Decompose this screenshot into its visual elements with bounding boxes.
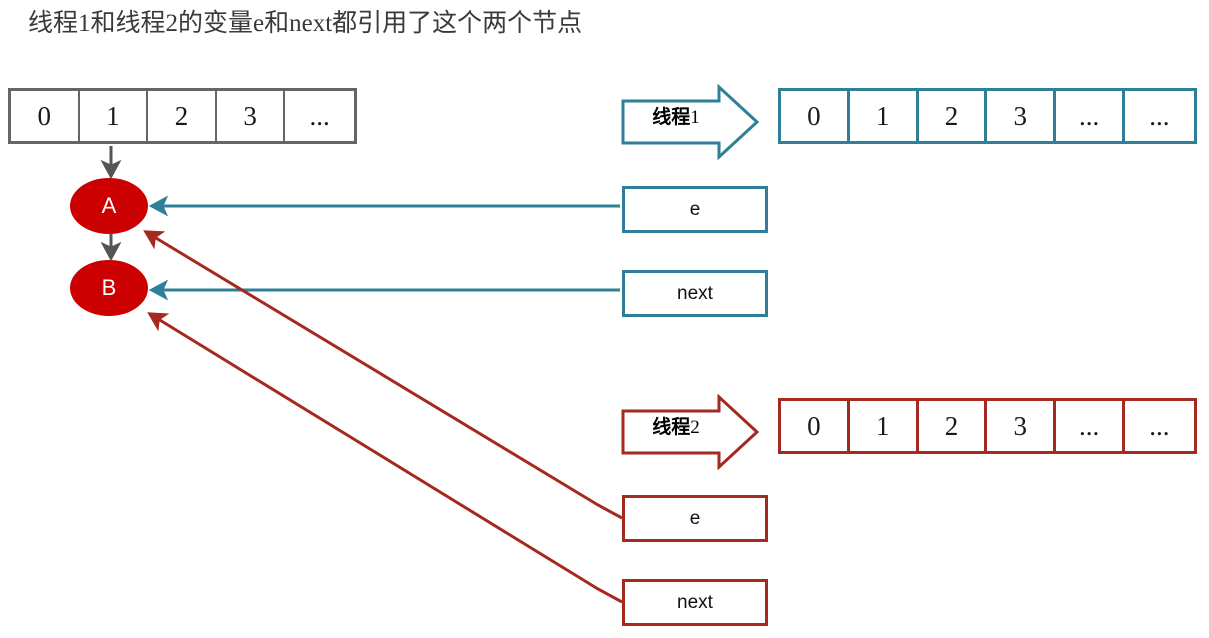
thread2-array-cell-0: 0 bbox=[781, 401, 850, 451]
thread2-array-cell-3: 3 bbox=[987, 401, 1057, 451]
thread1-block-arrow-shape bbox=[621, 84, 760, 160]
thread2-array-cell-1: 1 bbox=[849, 401, 919, 451]
connector-thread2-next-to-node-b bbox=[147, 312, 623, 604]
thread2-label-bold: 线程 bbox=[652, 417, 691, 438]
node-b: B bbox=[70, 260, 148, 316]
thread1-array-cell-3: 3 bbox=[987, 91, 1057, 141]
thread2-array-cell-2: 2 bbox=[918, 401, 988, 451]
thread2-label: 线程2 bbox=[630, 416, 722, 440]
thread1-var-next: next bbox=[622, 270, 768, 317]
thread1-array-cell-0: 0 bbox=[781, 91, 850, 141]
thread2-block-arrow-shape bbox=[621, 394, 760, 470]
shared-hash-table: 0 1 2 3 ... bbox=[8, 88, 357, 144]
thread1-array-cell-4: ... bbox=[1056, 91, 1125, 141]
thread2-var-e: e bbox=[622, 495, 768, 542]
shared-array-cell-1: 1 bbox=[79, 91, 149, 141]
diagram-title: 线程1和线程2的变量e和next都引用了这个两个节点 bbox=[28, 10, 583, 37]
node-a: A bbox=[70, 178, 148, 234]
thread1-label-bold: 线程 bbox=[652, 107, 691, 128]
thread1-var-e: e bbox=[622, 186, 768, 233]
thread1-hash-table: 0 1 2 3 ... ... bbox=[778, 88, 1197, 144]
thread1-label-num: 1 bbox=[690, 107, 700, 128]
connector-thread2-e-to-node-a bbox=[143, 230, 623, 520]
thread1-array-cell-1: 1 bbox=[849, 91, 919, 141]
shared-array-cell-3: 3 bbox=[216, 91, 286, 141]
thread2-block-arrow: 线程2 bbox=[620, 394, 760, 470]
thread1-array-cell-2: 2 bbox=[918, 91, 988, 141]
shared-array-cell-2: 2 bbox=[148, 91, 217, 141]
thread2-array-cell-4: ... bbox=[1056, 401, 1125, 451]
thread2-var-next: next bbox=[622, 579, 768, 626]
thread1-block-arrow: 线程1 bbox=[620, 84, 760, 160]
thread1-label: 线程1 bbox=[630, 106, 722, 130]
thread1-array-cell-5: ... bbox=[1124, 91, 1194, 141]
shared-array-cell-0: 0 bbox=[11, 91, 80, 141]
thread2-array-cell-5: ... bbox=[1124, 401, 1194, 451]
shared-array-cell-4: ... bbox=[285, 91, 354, 141]
thread2-label-num: 2 bbox=[690, 417, 700, 438]
thread2-hash-table: 0 1 2 3 ... ... bbox=[778, 398, 1197, 454]
